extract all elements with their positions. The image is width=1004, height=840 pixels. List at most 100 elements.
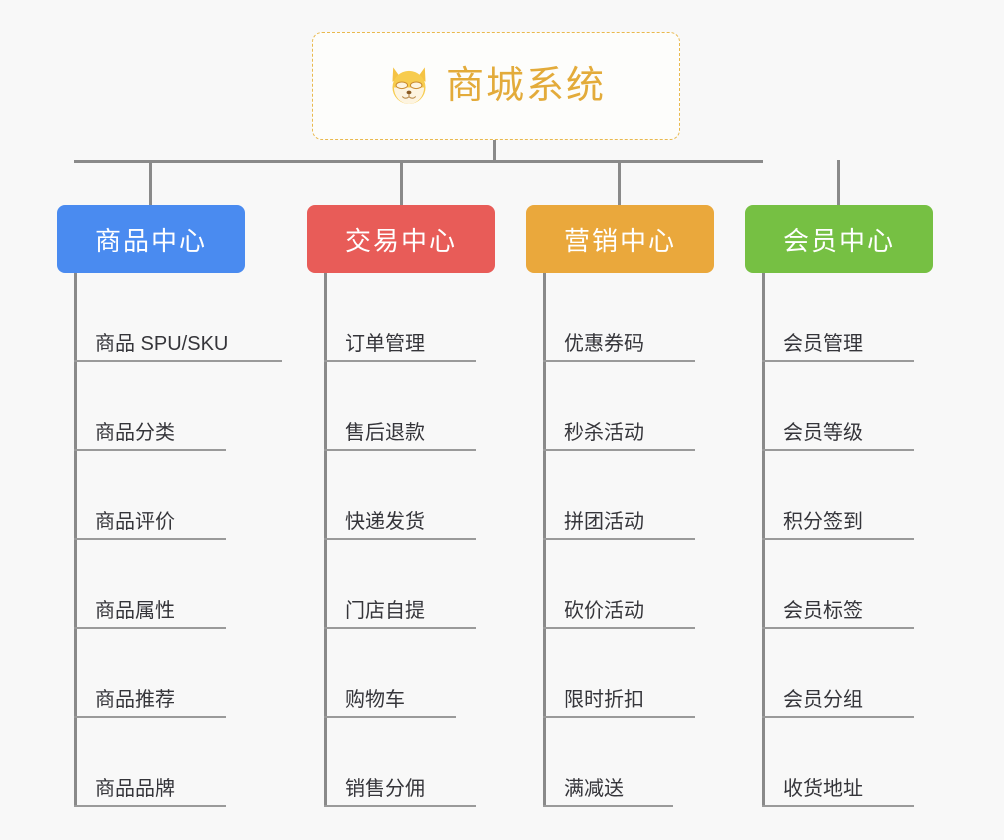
- leaf-item[interactable]: 销售分佣: [307, 718, 495, 807]
- root-node[interactable]: 商城系统: [312, 32, 680, 140]
- category-header-label: 商品中心: [94, 225, 207, 256]
- category-header-product-center[interactable]: 商品中心: [57, 205, 245, 273]
- leaf-item-label: 优惠券码: [564, 333, 644, 355]
- branch-product-center: 商品 SPU/SKU 商品分类商品评价商品属性商品推荐商品品牌: [57, 273, 282, 807]
- leaf-item[interactable]: 秒杀活动: [526, 362, 714, 451]
- leaf-item-rule: [324, 627, 476, 629]
- leaf-item[interactable]: 订单管理: [307, 273, 495, 362]
- leaf-item-rule: [543, 627, 695, 629]
- leaf-item-rule: [543, 538, 695, 540]
- leaf-item-rule: [543, 449, 695, 451]
- leaf-item-label: 秒杀活动: [564, 422, 644, 444]
- connector-bar: [74, 160, 763, 163]
- leaf-item[interactable]: 限时折扣: [526, 629, 714, 718]
- leaf-item-label: 会员标签: [783, 600, 863, 622]
- category-header-marketing-center[interactable]: 营销中心: [526, 205, 714, 273]
- leaf-item[interactable]: 门店自提: [307, 540, 495, 629]
- leaf-item-label: 订单管理: [345, 333, 425, 355]
- leaf-item-rule: [324, 449, 476, 451]
- connector-stem: [493, 140, 496, 162]
- leaf-item-rule: [543, 805, 673, 807]
- leaf-item-label: 商品分类: [95, 422, 175, 444]
- connector-drop-3: [618, 160, 621, 205]
- leaf-item-label: 商品 SPU/SKU: [95, 333, 229, 355]
- leaf-item-label: 商品评价: [95, 511, 175, 533]
- branch-marketing-center: 优惠券码秒杀活动拼团活动砍价活动限时折扣满减送: [526, 273, 714, 807]
- leaf-item-rule: [762, 538, 914, 540]
- leaf-item[interactable]: 购物车: [307, 629, 495, 718]
- leaf-item-rule: [762, 716, 914, 718]
- leaf-item[interactable]: 优惠券码: [526, 273, 714, 362]
- leaf-item-label: 商品属性: [95, 600, 175, 622]
- leaf-item-label: 购物车: [345, 689, 405, 711]
- branch-member-center: 会员管理会员等级积分签到会员标签会员分组收货地址: [745, 273, 933, 807]
- branch-spine: [543, 273, 546, 807]
- leaf-item-label: 快递发货: [345, 511, 425, 533]
- category-column-product-center: 商品中心商品 SPU/SKU 商品分类商品评价商品属性商品推荐商品品牌: [57, 205, 282, 807]
- branch-spine: [324, 273, 327, 807]
- category-column-marketing-center: 营销中心优惠券码秒杀活动拼团活动砍价活动限时折扣满减送: [526, 205, 714, 807]
- leaf-item-label: 会员等级: [783, 422, 863, 444]
- leaf-item-label: 会员分组: [783, 689, 863, 711]
- leaf-item-label: 积分签到: [783, 511, 863, 533]
- leaf-item-label: 砍价活动: [564, 600, 644, 622]
- leaf-item[interactable]: 商品分类: [57, 362, 245, 451]
- leaf-item-rule: [74, 805, 226, 807]
- shiba-dog-face-icon: [392, 67, 426, 106]
- leaf-item[interactable]: 售后退款: [307, 362, 495, 451]
- root-title: 商城系统: [445, 65, 606, 107]
- leaf-item-label: 商品品牌: [95, 778, 175, 800]
- leaf-item[interactable]: 砍价活动: [526, 540, 714, 629]
- leaf-item-rule: [74, 538, 226, 540]
- connector-drop-1: [149, 160, 152, 205]
- leaf-item[interactable]: 商品品牌: [57, 718, 245, 807]
- leaf-item[interactable]: 满减送: [526, 718, 714, 807]
- leaf-item[interactable]: 收货地址: [745, 718, 933, 807]
- leaf-item-rule: [762, 805, 914, 807]
- leaf-item[interactable]: 会员分组: [745, 629, 933, 718]
- leaf-item[interactable]: 商品评价: [57, 451, 245, 540]
- leaf-item[interactable]: 积分签到: [745, 451, 933, 540]
- category-header-trade-center[interactable]: 交易中心: [307, 205, 495, 273]
- category-header-member-center[interactable]: 会员中心: [745, 205, 933, 273]
- leaf-item-rule: [543, 360, 695, 362]
- branch-spine: [74, 273, 77, 807]
- leaf-item[interactable]: 拼团活动: [526, 451, 714, 540]
- leaf-item[interactable]: 商品 SPU/SKU: [57, 273, 282, 362]
- leaf-item-label: 拼团活动: [564, 511, 644, 533]
- leaf-item-label: 收货地址: [783, 778, 863, 800]
- leaf-item-rule: [762, 360, 914, 362]
- branch-spine: [762, 273, 765, 807]
- category-column-trade-center: 交易中心订单管理售后退款快递发货门店自提购物车销售分佣: [307, 205, 495, 807]
- category-header-label: 交易中心: [344, 225, 457, 256]
- leaf-item-rule: [762, 449, 914, 451]
- leaf-item[interactable]: 会员标签: [745, 540, 933, 629]
- leaf-item-rule: [74, 360, 282, 362]
- connector-drop-2: [400, 160, 403, 205]
- leaf-item[interactable]: 会员管理: [745, 273, 933, 362]
- leaf-item-rule: [74, 716, 226, 718]
- leaf-item-rule: [324, 360, 476, 362]
- category-header-label: 会员中心: [782, 225, 895, 256]
- category-header-label: 营销中心: [563, 225, 676, 256]
- leaf-item-label: 门店自提: [345, 600, 425, 622]
- leaf-item[interactable]: 商品属性: [57, 540, 245, 629]
- leaf-item-label: 满减送: [564, 778, 624, 800]
- category-column-member-center: 会员中心会员管理会员等级积分签到会员标签会员分组收货地址: [745, 205, 933, 807]
- leaf-item-label: 限时折扣: [564, 689, 644, 711]
- leaf-item[interactable]: 商品推荐: [57, 629, 245, 718]
- leaf-item[interactable]: 快递发货: [307, 451, 495, 540]
- branch-trade-center: 订单管理售后退款快递发货门店自提购物车销售分佣: [307, 273, 495, 807]
- leaf-item-rule: [324, 716, 456, 718]
- leaf-item-rule: [324, 805, 476, 807]
- leaf-item[interactable]: 会员等级: [745, 362, 933, 451]
- leaf-item-label: 商品推荐: [95, 689, 175, 711]
- leaf-item-rule: [74, 449, 226, 451]
- leaf-item-label: 售后退款: [345, 422, 425, 444]
- leaf-item-rule: [324, 538, 476, 540]
- leaf-item-rule: [543, 716, 695, 718]
- leaf-item-rule: [762, 627, 914, 629]
- leaf-item-label: 会员管理: [783, 333, 863, 355]
- connector-drop-4: [837, 160, 840, 205]
